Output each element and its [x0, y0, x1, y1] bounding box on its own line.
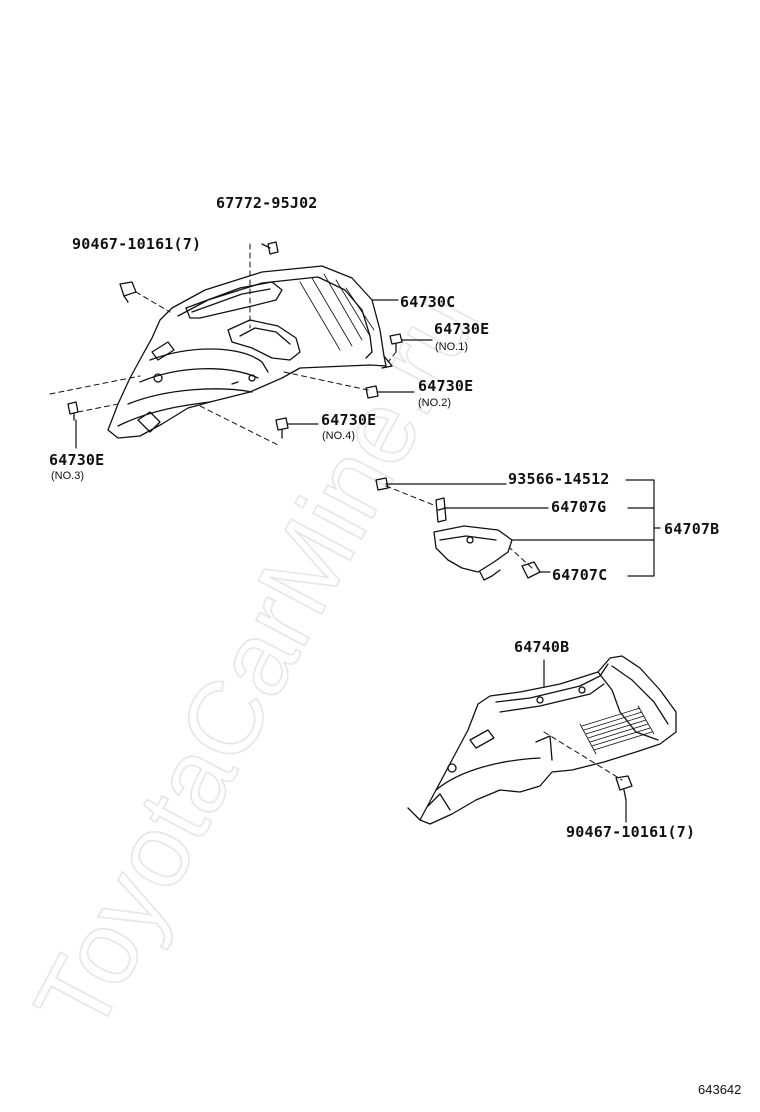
- label-no1: (NO.1): [435, 341, 468, 353]
- diagram-id: 643642: [698, 1082, 742, 1097]
- label-93566-14512: 93566-14512: [508, 470, 610, 488]
- label-no2: (NO.2): [418, 397, 451, 409]
- label-64730e-no4: 64730E: [321, 411, 377, 429]
- label-67772-95j02: 67772-95J02: [216, 194, 318, 212]
- label-64730e-no2: 64730E: [418, 377, 474, 395]
- bracket-64707g: [435, 497, 447, 523]
- clip-90467-top: [119, 281, 137, 303]
- screw-64730e-no1: [389, 333, 403, 353]
- label-64730c: 64730C: [400, 293, 456, 311]
- label-64707b: 64707B: [664, 520, 720, 538]
- label-64740b: 64740B: [514, 638, 570, 656]
- clip-64707c: [521, 561, 541, 579]
- clip-90467-bottom: [615, 775, 633, 801]
- label-64730e-no3: 64730E: [49, 451, 105, 469]
- screw-64730e-no3: [67, 401, 79, 421]
- deck-trim-panel-64740b: [407, 655, 677, 825]
- cover-64707b: [433, 525, 513, 581]
- label-64707c: 64707C: [552, 566, 608, 584]
- quarter-trim-panel-64730c: [107, 265, 393, 439]
- label-no3: (NO.3): [51, 470, 84, 482]
- label-64730e-no1: 64730E: [434, 320, 490, 338]
- label-90467-10161-top: 90467-10161(7): [72, 235, 202, 253]
- leader-lines: [75, 299, 661, 823]
- screw-93566: [375, 477, 389, 491]
- clip-67772: [261, 241, 279, 255]
- screw-64730e-no2: [365, 385, 379, 399]
- label-64707g: 64707G: [551, 498, 607, 516]
- screw-64730e-no4: [275, 417, 289, 439]
- label-90467-10161-bottom: 90467-10161(7): [566, 823, 696, 841]
- label-no4: (NO.4): [322, 430, 355, 442]
- assembly-lines: [49, 243, 623, 781]
